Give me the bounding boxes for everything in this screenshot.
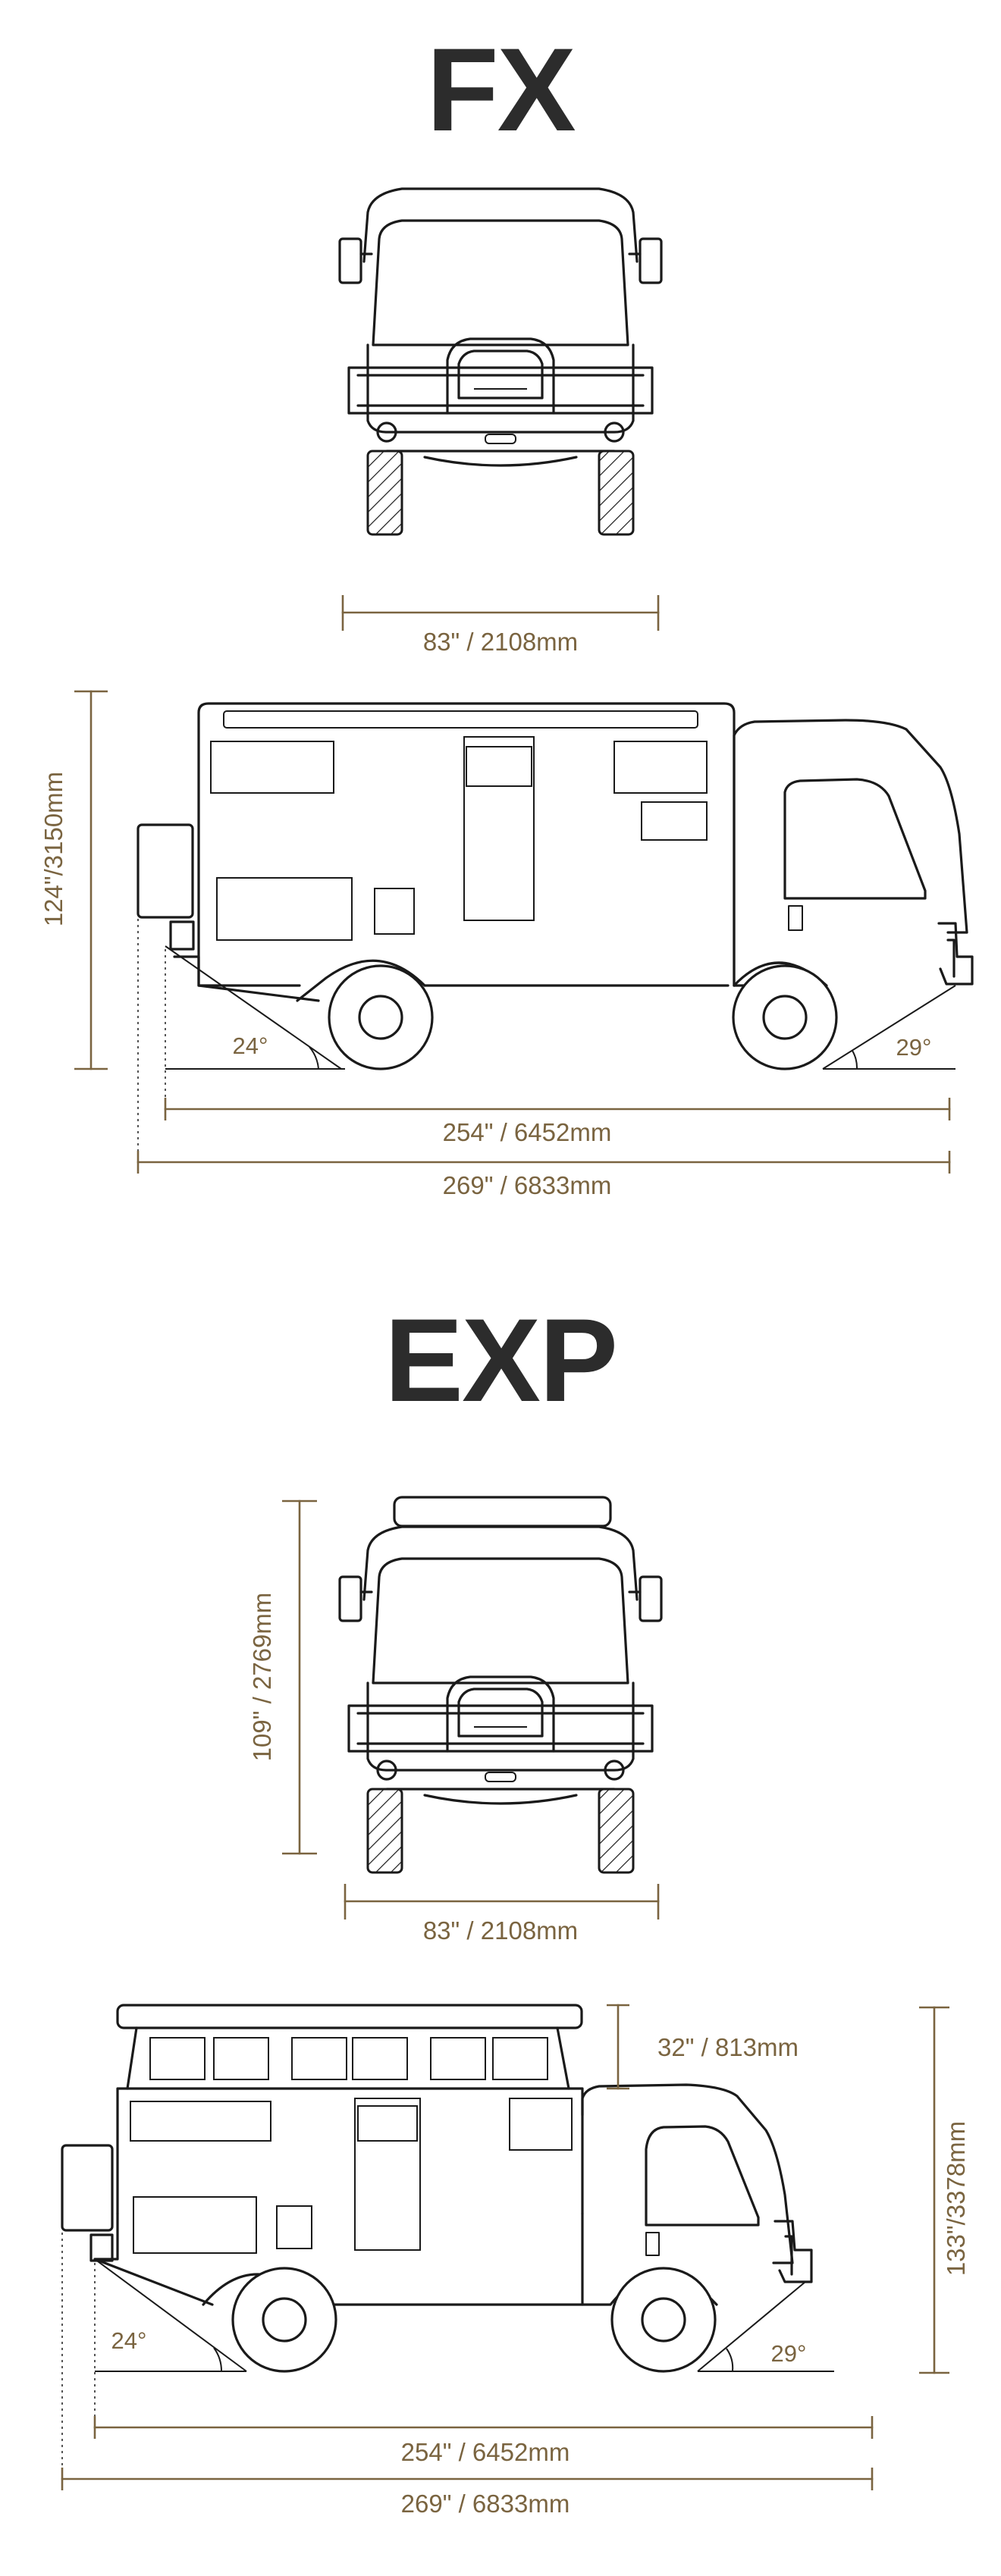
exp-title: EXP	[384, 1295, 617, 1427]
exp-rear-angle-label: 24°	[111, 2327, 147, 2354]
exp-front-angle-label: 29°	[771, 2340, 807, 2367]
fx-front-angle-label: 29°	[896, 1034, 932, 1061]
exp-front-width-label: 83" / 2108mm	[423, 1916, 578, 1945]
exp-length-dimensions: 254" / 6452mm 269" / 6833mm	[61, 2233, 874, 2518]
exp-roof-height-label: 32" / 813mm	[657, 2033, 799, 2061]
fx-height-label: 124"/3150mm	[39, 772, 67, 926]
fx-angles: 24° 29°	[165, 945, 956, 1070]
fx-height-dimension: 124"/3150mm	[39, 690, 108, 1070]
fx-rear-angle-label: 24°	[233, 1033, 268, 1059]
fx-section: FX 83" / 2108mm	[39, 24, 974, 1199]
exp-front-view	[338, 1496, 663, 1874]
exp-angles: 24° 29°	[94, 2258, 834, 2372]
exp-side-view	[61, 2004, 813, 2373]
exp-roof-height-dimension: 32" / 813mm	[607, 2004, 799, 2090]
exp-section: EXP 109" / 2769mm 83" / 2108mm	[61, 1295, 970, 2518]
exp-height-label: 133"/3378mm	[942, 2121, 970, 2276]
exp-height-dimension: 133"/3378mm	[919, 2006, 970, 2374]
exp-front-height-dimension: 109" / 2769mm	[248, 1500, 317, 1855]
fx-front-width-label: 83" / 2108mm	[423, 628, 578, 656]
fx-front-width-dimension: 83" / 2108mm	[341, 595, 660, 656]
exp-front-height-label: 109" / 2769mm	[248, 1593, 276, 1762]
fx-total-length-label: 269" / 6833mm	[443, 1171, 612, 1199]
fx-length-dimensions: 254" / 6452mm 269" / 6833mm	[136, 919, 951, 1199]
fx-front-view	[338, 187, 663, 536]
exp-front-width-dimension: 83" / 2108mm	[344, 1884, 660, 1945]
exp-wheelbase-length-label: 254" / 6452mm	[401, 2438, 570, 2466]
fx-wheelbase-length-label: 254" / 6452mm	[443, 1118, 612, 1146]
fx-title: FX	[426, 24, 575, 156]
exp-total-length-label: 269" / 6833mm	[401, 2490, 570, 2518]
